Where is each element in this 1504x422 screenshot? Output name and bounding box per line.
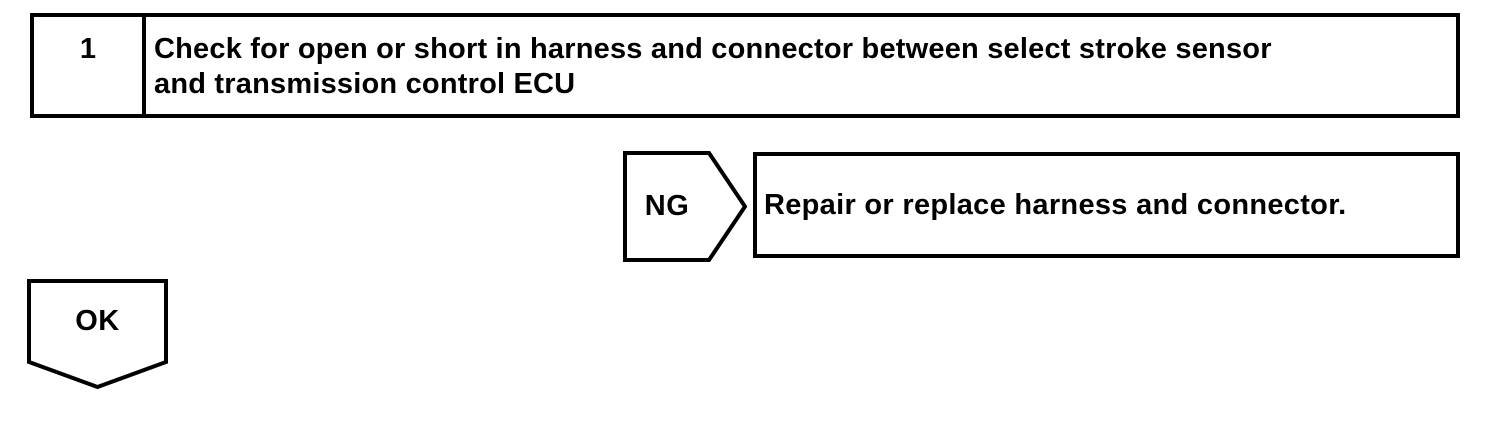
ng-connector: NG [623, 151, 747, 262]
ng-label: NG [644, 190, 690, 222]
ng-arrow-polygon [623, 151, 747, 262]
ng-action-text: Repair or replace harness and connector. [764, 188, 1347, 221]
step-title: Check for open or short in harness and c… [146, 17, 1456, 114]
step-title-line-1: Check for open or short in harness and c… [154, 33, 1272, 65]
ng-action-box: Repair or replace harness and connector. [753, 152, 1460, 258]
step-box: 1 Check for open or short in harness and… [30, 13, 1460, 118]
step-number: 1 [34, 17, 146, 114]
ok-connector: OK [27, 279, 168, 391]
ok-arrow-polygon [27, 279, 168, 390]
step-title-line-2: and transmission control ECU [154, 68, 576, 100]
ok-arrow-shape [27, 279, 168, 390]
ng-arrow-shape [623, 151, 747, 262]
ok-label: OK [75, 305, 120, 337]
